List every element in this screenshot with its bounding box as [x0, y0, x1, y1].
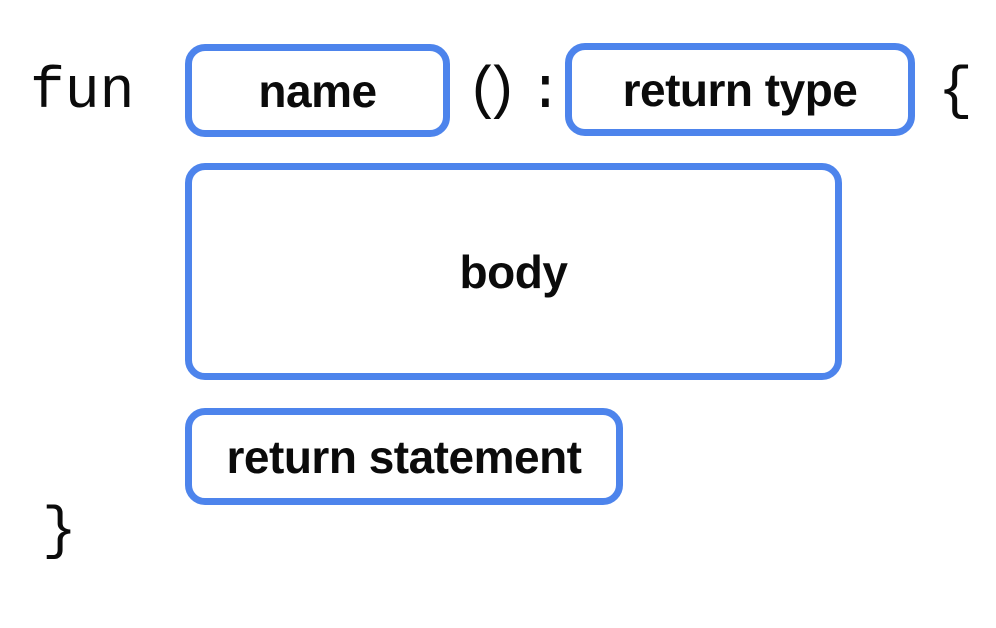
body-placeholder-box: body	[185, 163, 842, 380]
return-type-placeholder-box: return type	[565, 43, 915, 136]
name-placeholder-label: name	[258, 64, 377, 117]
body-placeholder-label: body	[459, 245, 568, 298]
open-brace-text: {	[938, 60, 973, 125]
colon-text: :	[528, 60, 563, 125]
open-paren-text: (	[466, 60, 501, 125]
fun-keyword-text: fun	[30, 60, 135, 125]
name-placeholder-box: name	[185, 44, 450, 137]
return-statement-placeholder-box: return statement	[185, 408, 623, 505]
return-type-placeholder-label: return type	[622, 63, 858, 116]
close-paren-text: )	[484, 60, 519, 125]
return-statement-placeholder-label: return statement	[226, 430, 582, 483]
close-brace-text: }	[42, 500, 77, 565]
